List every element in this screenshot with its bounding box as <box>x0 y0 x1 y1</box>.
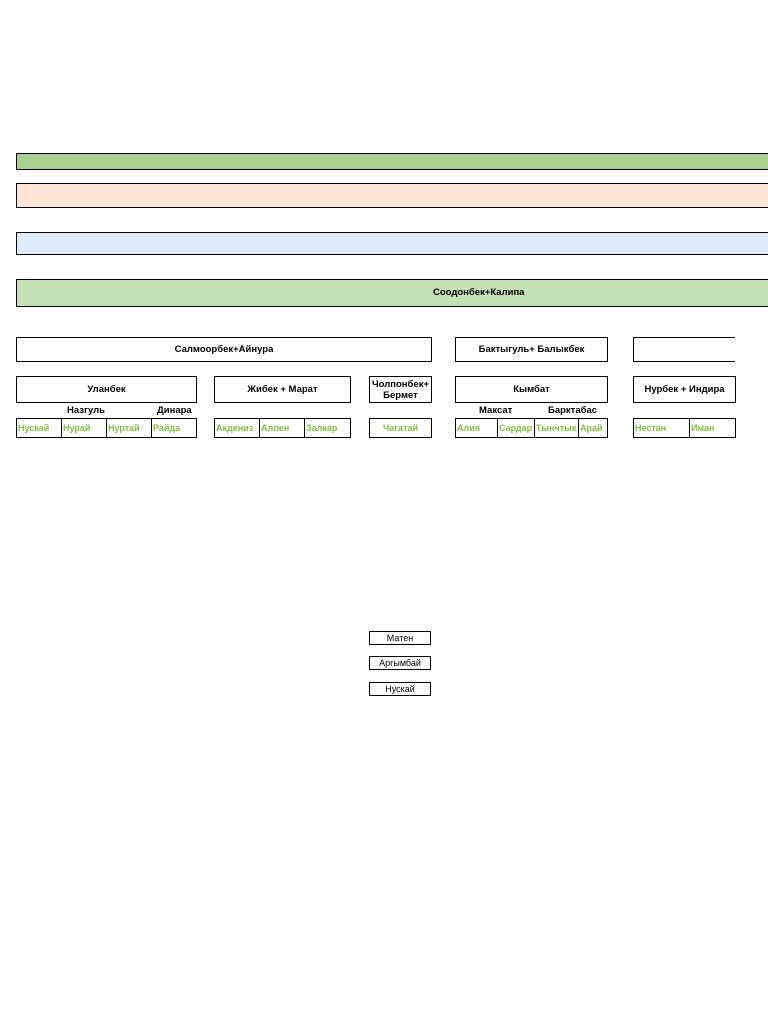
grandchild-cell: Алия <box>455 418 498 438</box>
grandchild-cell: Нускай <box>16 418 62 438</box>
generation-band-3 <box>16 232 768 255</box>
spouse-label-dinara: Динара <box>157 405 192 416</box>
node-zhibek-marat: Жибек + Марат <box>214 376 351 403</box>
grandchild-cell: Нестан <box>633 418 690 438</box>
grandchild-cell: Акдениз <box>214 418 260 438</box>
extra-box-argymbai: Аргымбай <box>369 656 431 670</box>
grandchild-cell: Райда <box>151 418 197 438</box>
node-nurbek-indira: Нурбек + Индира <box>633 376 736 403</box>
grandchild-cell: Аллен <box>259 418 305 438</box>
node-cholponbek-bermet: Чолпонбек+ Бермет <box>369 376 432 403</box>
grandchild-cell: Иман <box>689 418 736 438</box>
extra-box-nuskai: Нускай <box>369 682 431 696</box>
generation-band-1 <box>16 153 768 170</box>
grandchild-cell: Тынчтык <box>534 418 579 438</box>
node-empty <box>633 337 735 362</box>
node-baktygul-balykbek: Бактыгуль+ Балыкбек <box>455 337 608 362</box>
spouse-label-nazgul: Назгуль <box>67 405 105 416</box>
grandchild-cell: Нуртай <box>106 418 152 438</box>
extra-box-maten: Матен <box>369 631 431 645</box>
grandchild-cell: Нурай <box>61 418 107 438</box>
grandchild-cell: Арай <box>578 418 608 438</box>
generation-band-2 <box>16 183 768 208</box>
spouse-label-barktabas: Барктабас <box>548 405 598 416</box>
root-band: Соодонбек+Калипа <box>16 279 768 307</box>
node-ulanbek: Уланбек <box>16 376 197 403</box>
grandchild-cell: Залкар <box>304 418 351 438</box>
node-kymbat: Кымбат <box>455 376 608 403</box>
node-salmoorbek-ainura: Салмоорбек+Айнура <box>16 337 432 362</box>
grandchild-cell: Сардар <box>497 418 535 438</box>
spouse-label-maksat: Максат <box>479 405 513 416</box>
grandchild-cell: Чагатай <box>369 418 432 438</box>
root-couple-label: Соодонбек+Калипа <box>433 287 525 298</box>
